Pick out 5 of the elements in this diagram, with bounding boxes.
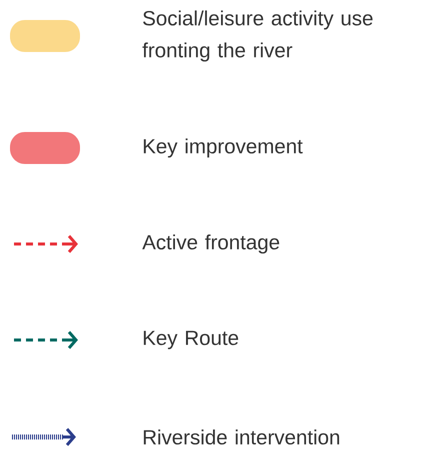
legend-label: Active frontage: [142, 234, 280, 254]
legend-label: Key Route: [144, 330, 238, 350]
legend-label: Social/leisure activity use fronting the river: [142, 10, 373, 62]
legend-label: Key improvement: [144, 138, 303, 158]
legend-label: Riverside intervention: [144, 429, 340, 445]
